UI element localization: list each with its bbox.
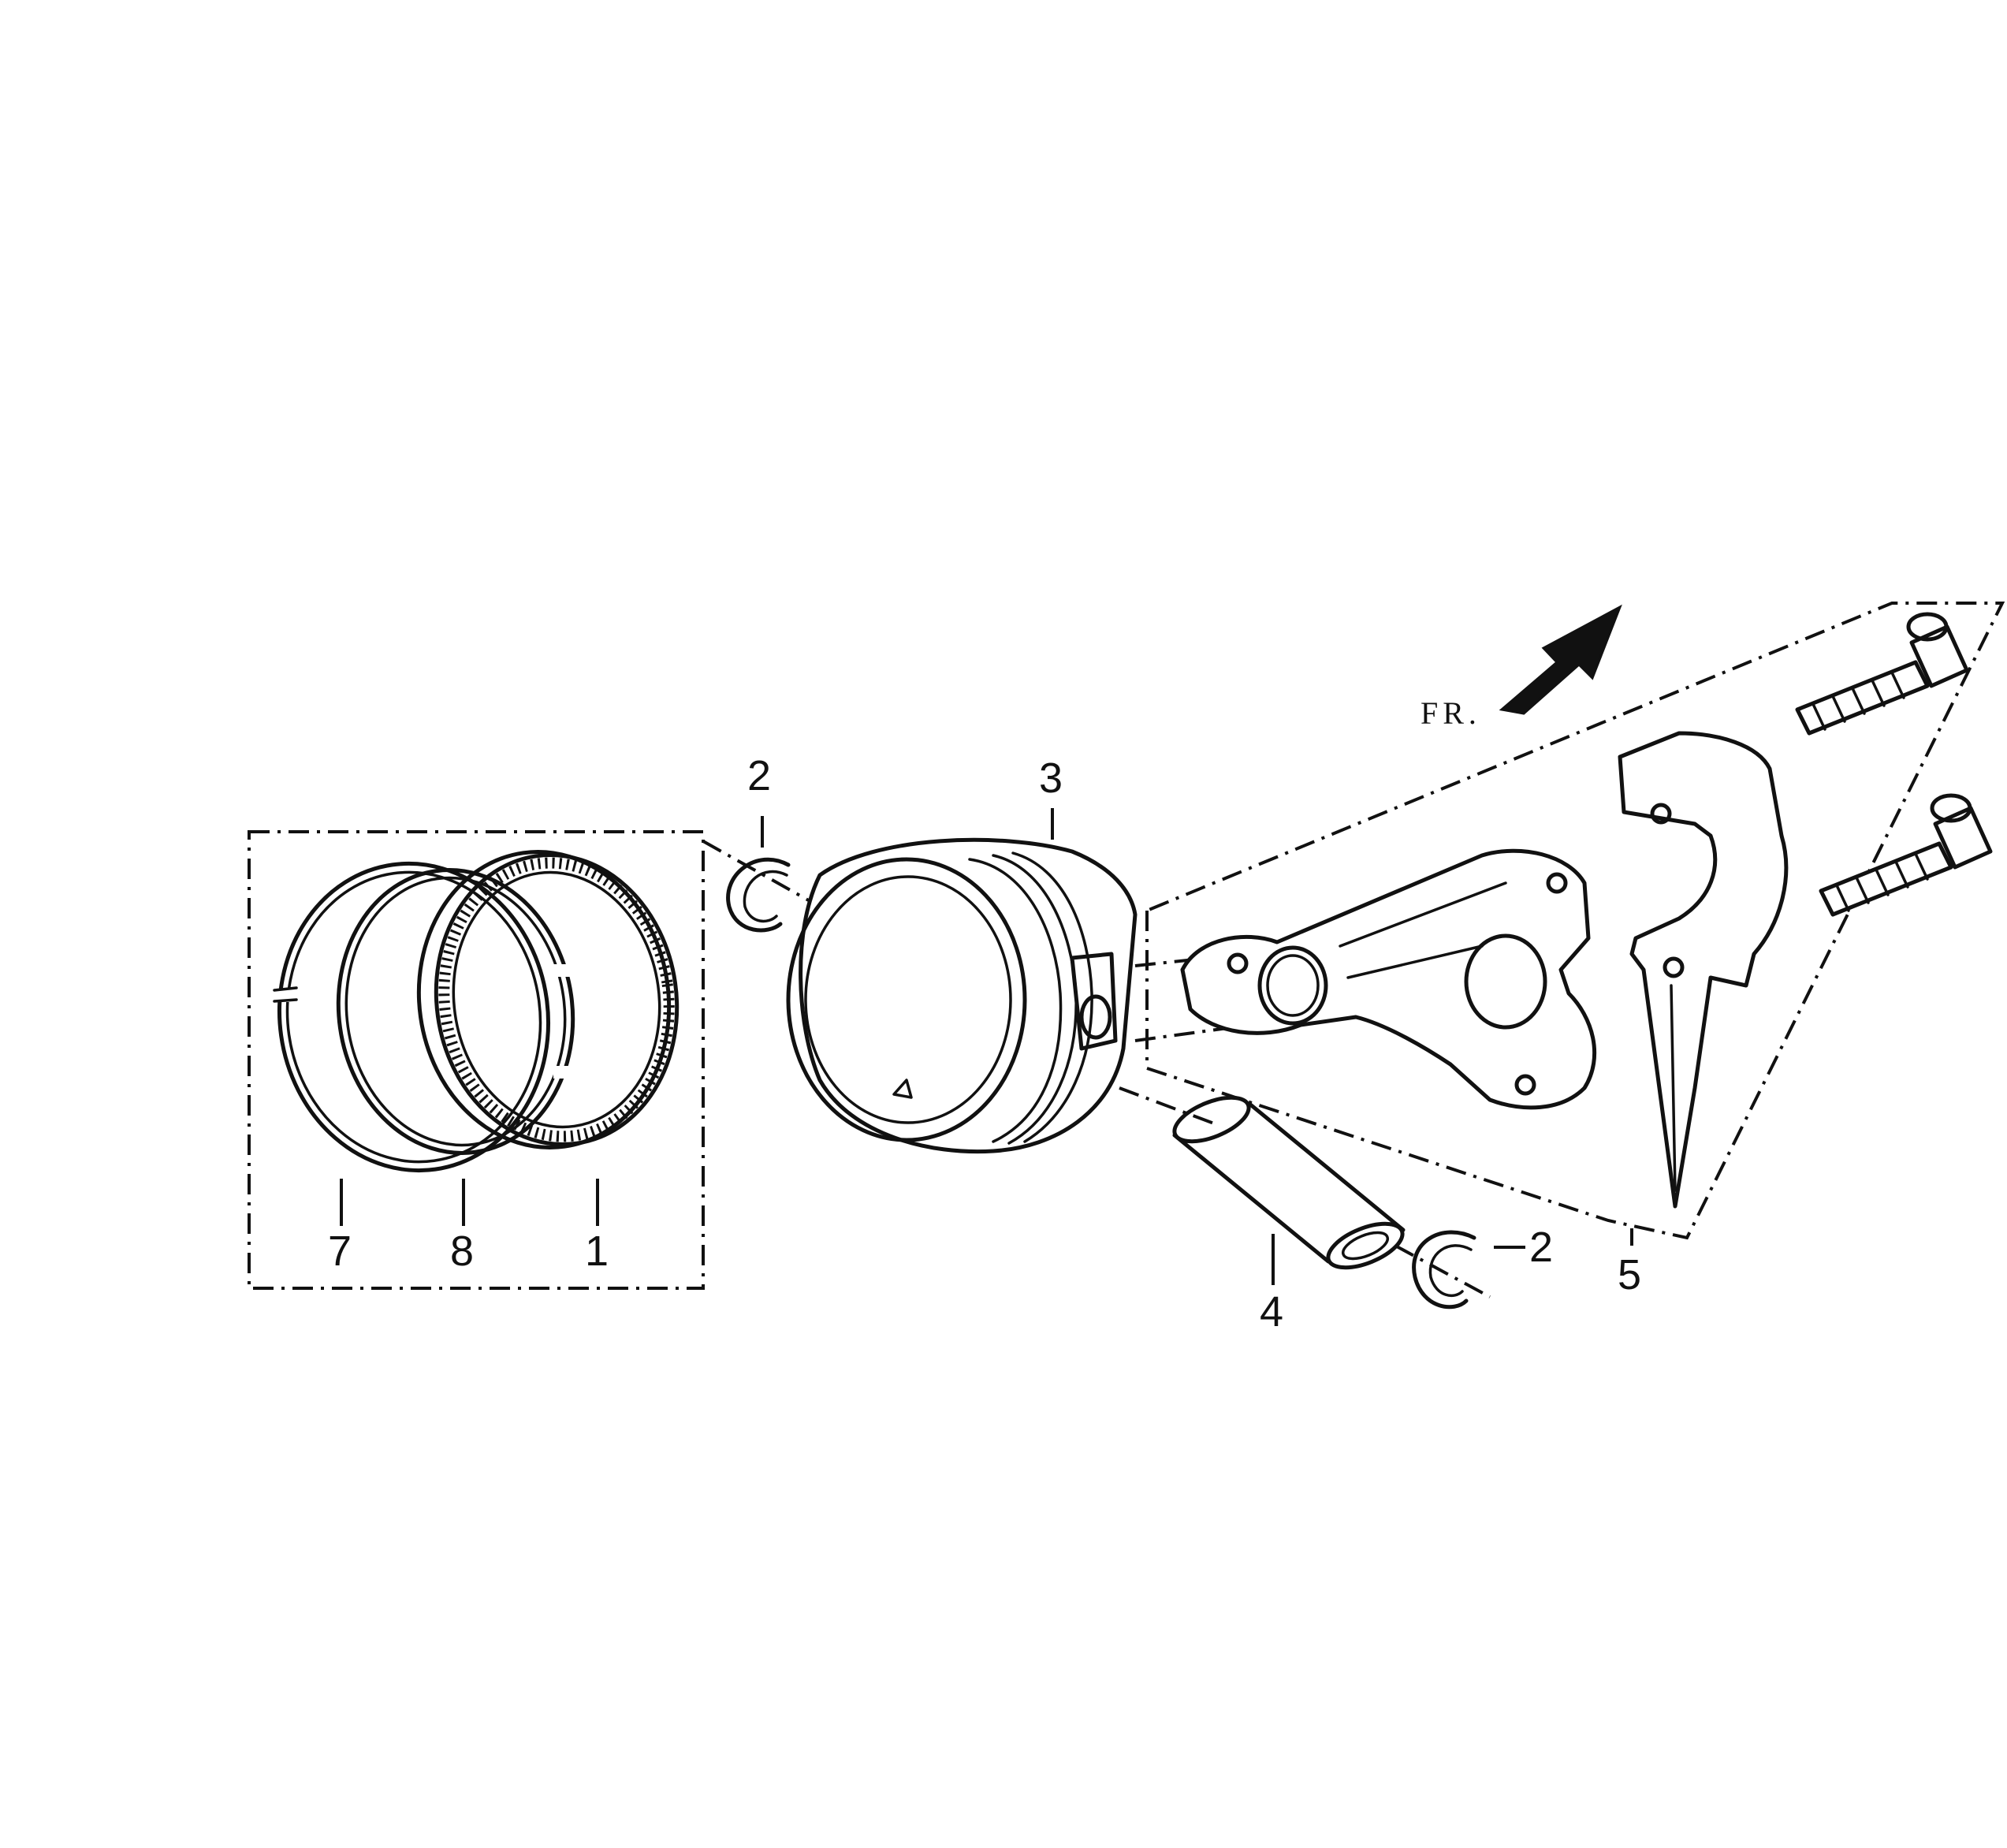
callout-2-top: 2 (747, 752, 771, 799)
piston-pin (1172, 1095, 1406, 1270)
conrod-bolt-top (1795, 612, 1969, 736)
callout-8: 8 (450, 1228, 474, 1275)
piston (786, 837, 1138, 1154)
conrod-group-outline (1145, 602, 2005, 1240)
ring-7 (277, 861, 551, 1173)
callout-2-bottom: 2 (1529, 1224, 1553, 1271)
piston-pin-clip-top (726, 857, 791, 933)
conrod-cap (1618, 731, 1789, 1209)
conrod-bolt-bottom (1819, 793, 1993, 917)
ring-set-group-box (248, 830, 705, 1290)
front-direction-label: FR. (1421, 695, 1481, 731)
ring-8 (336, 868, 575, 1155)
ring-1 (416, 850, 672, 1149)
piston-rings (273, 850, 680, 1173)
front-direction-arrow-icon (1499, 604, 1622, 715)
callout-3: 3 (1039, 754, 1063, 802)
piston-pin-clip-bottom (1412, 1230, 1476, 1310)
callout-4: 4 (1260, 1288, 1283, 1336)
connecting-rod (1180, 848, 1597, 1110)
callout-7: 7 (328, 1228, 352, 1275)
callout-1: 1 (585, 1228, 609, 1275)
callout-5: 5 (1618, 1251, 1641, 1298)
